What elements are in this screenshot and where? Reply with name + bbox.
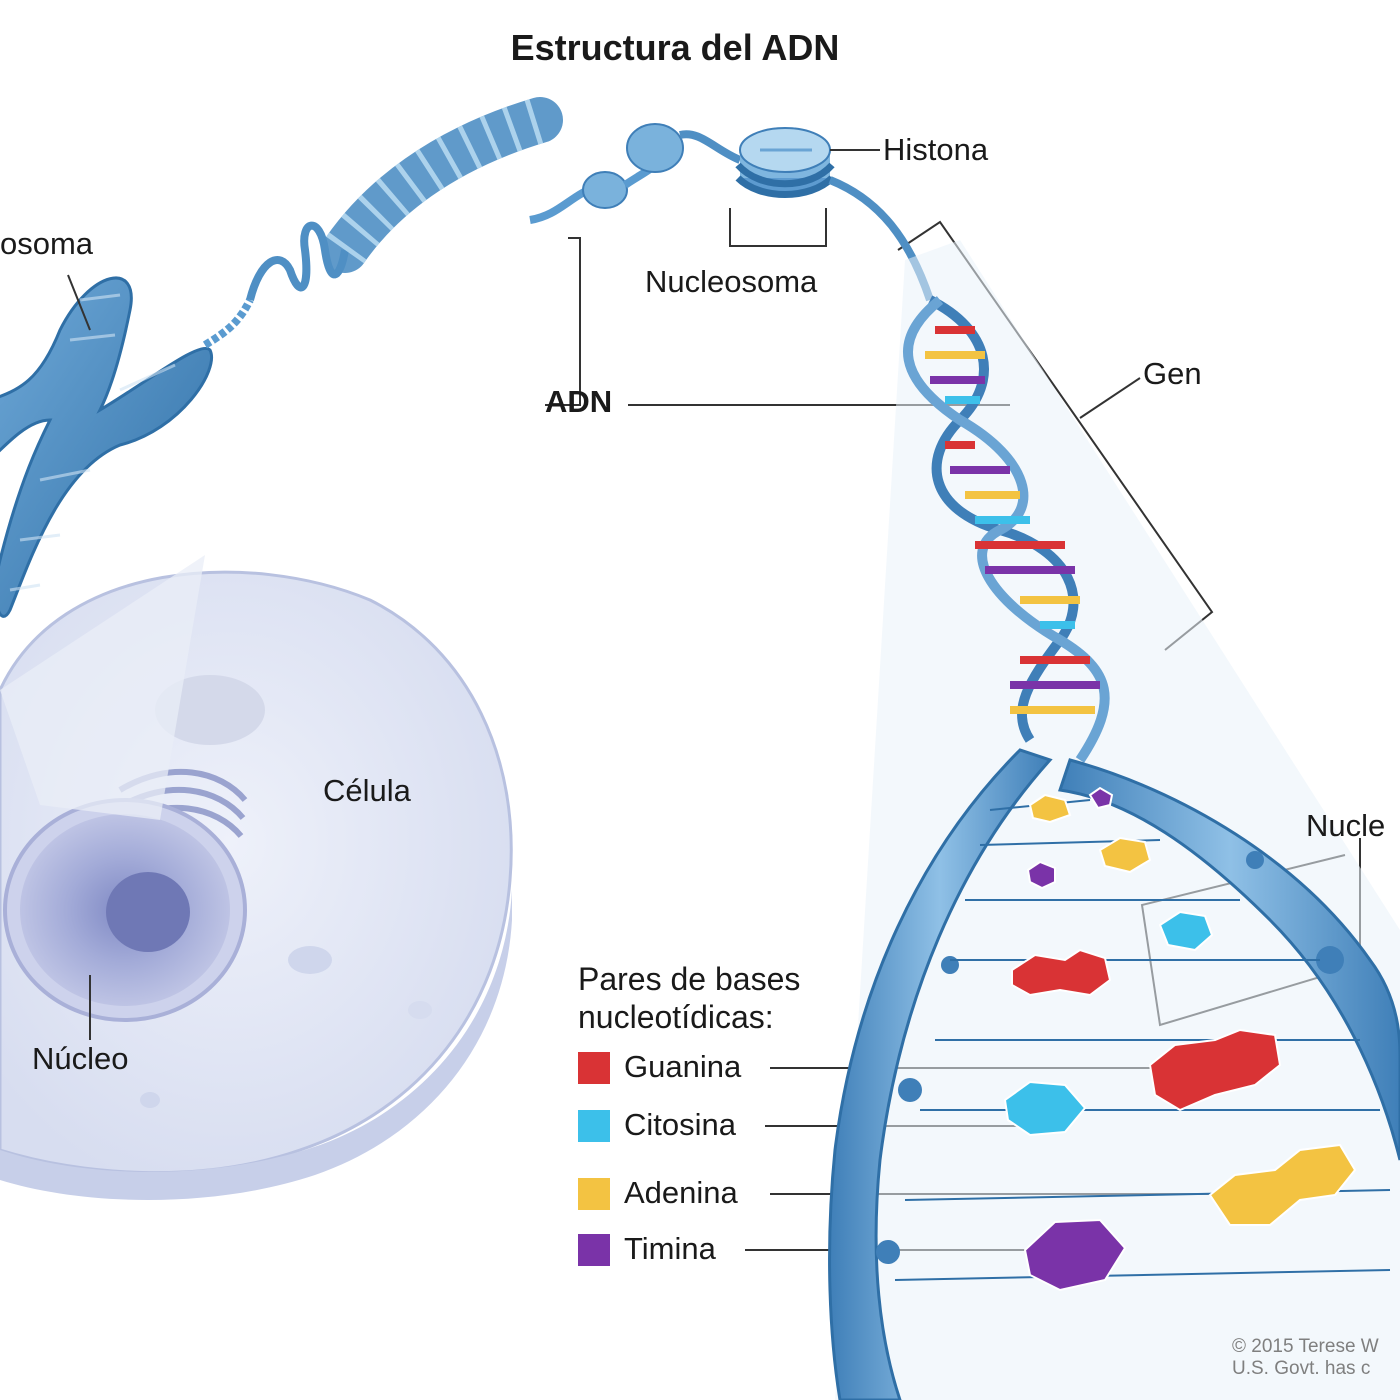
legend-swatch-thymine	[578, 1234, 610, 1266]
label-cell: Célula	[323, 773, 411, 808]
label-nucleus: Núcleo	[32, 1041, 129, 1076]
legend-title-line1: Pares de bases	[578, 961, 801, 997]
chromatin-fiber	[202, 97, 742, 349]
dna-double-helix	[903, 295, 1110, 763]
base-hexagons	[1003, 786, 1357, 1292]
label-histone: Histona	[883, 132, 989, 167]
label-dna: ADN	[545, 384, 613, 419]
zoom-cone	[0, 555, 205, 820]
legend-label-adenine: Adenina	[624, 1175, 738, 1210]
legend-swatch-cytosine	[578, 1110, 610, 1142]
label-nucleosome: Nucleosoma	[645, 264, 818, 299]
legend-swatch-guanine	[578, 1052, 610, 1084]
copyright-notice: © 2015 Terese W U.S. Govt. has c	[1232, 1336, 1379, 1380]
copyright-line1: © 2015 Terese W	[1232, 1336, 1379, 1357]
legend-swatch-adenine	[578, 1178, 610, 1210]
cell-nucleus	[3, 798, 247, 1022]
legend-label-thymine: Timina	[624, 1231, 716, 1266]
legend-label-guanine: Guanina	[624, 1049, 742, 1084]
legend-title: Pares de bases nucleotídicas:	[578, 960, 800, 1036]
legend-label-cytosine: Citosina	[624, 1107, 736, 1142]
label-nucleotide: Nucle	[1306, 808, 1386, 843]
chromosome	[0, 276, 213, 618]
nucleosome-histone	[735, 127, 835, 198]
label-gene: Gen	[1143, 356, 1202, 391]
label-chromosome: osoma	[0, 226, 94, 261]
legend-title-line2: nucleotídicas:	[578, 999, 774, 1035]
diagram-title: Estructura del ADN	[510, 27, 840, 68]
copyright-line2: U.S. Govt. has c	[1232, 1358, 1371, 1379]
dna-backbone-large	[828, 748, 1400, 1400]
